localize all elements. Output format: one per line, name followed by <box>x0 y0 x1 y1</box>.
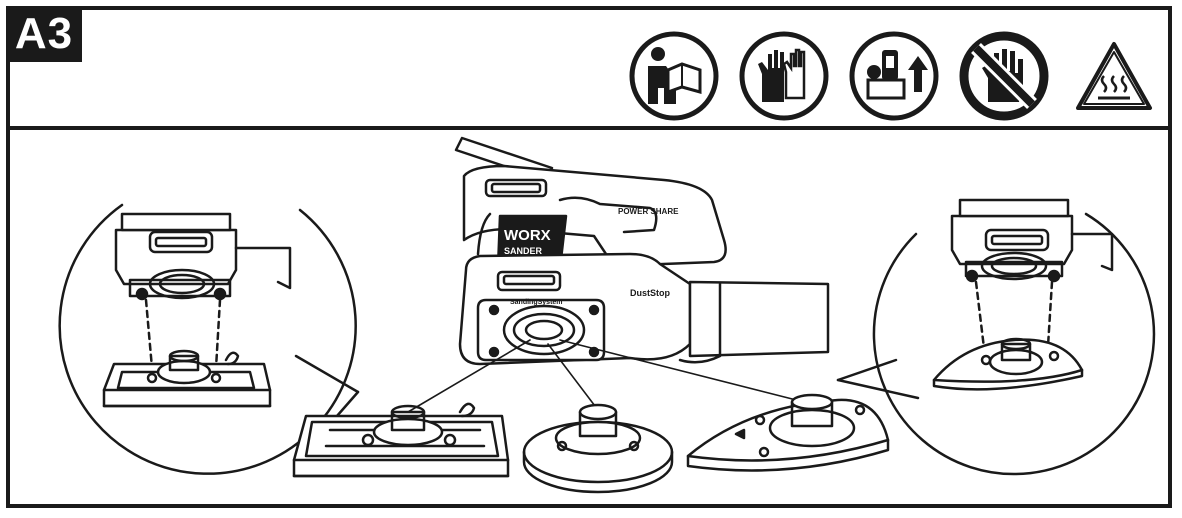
left-detail-circle <box>58 203 360 475</box>
section-label: A3 <box>6 6 82 62</box>
right-detail-circle <box>836 198 1156 476</box>
delta-sanding-pad <box>686 393 890 472</box>
mount-system-label: SandingSystem <box>510 299 563 306</box>
rectangular-sanding-pad <box>292 402 510 478</box>
wear-gloves-icon <box>738 30 830 122</box>
model-line-text: SANDER <box>504 246 543 256</box>
header-divider <box>6 126 1172 130</box>
power-share-badge-text: POWER SHARE <box>618 207 679 216</box>
dust-stop-label: DustStop <box>630 288 670 298</box>
read-manual-icon <box>628 30 720 122</box>
hot-surface-warning-icon <box>1068 30 1160 122</box>
pointer-lines <box>407 339 813 413</box>
remove-battery-icon <box>848 30 940 122</box>
sander-body <box>454 136 830 366</box>
brand-logo-text: WORX <box>504 227 551 244</box>
round-sanding-pad <box>522 403 674 494</box>
figure-frame <box>6 6 1172 508</box>
do-not-touch-icon <box>958 30 1050 122</box>
